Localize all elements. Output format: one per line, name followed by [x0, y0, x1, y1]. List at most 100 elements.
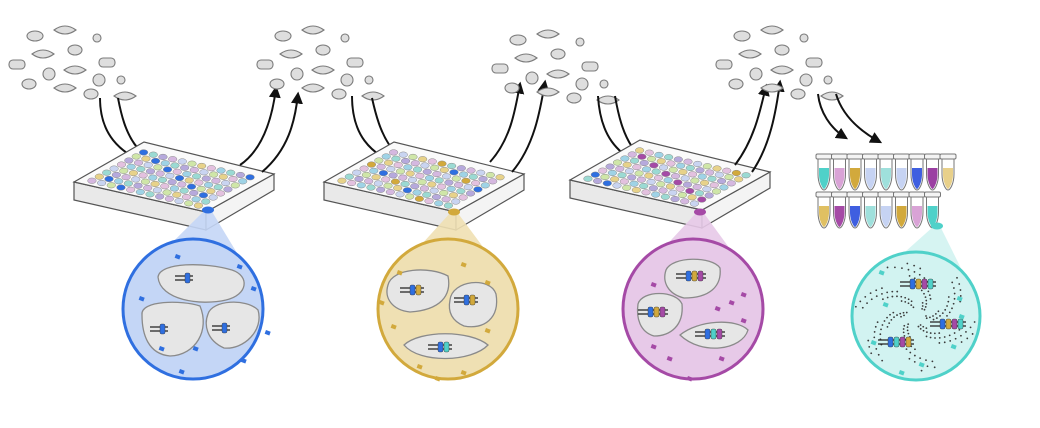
- well: [610, 176, 620, 183]
- well: [644, 172, 654, 179]
- dna-dot: [901, 267, 903, 270]
- well: [639, 159, 649, 167]
- dna-dot: [892, 311, 895, 314]
- well: [631, 186, 641, 194]
- well: [116, 161, 127, 168]
- tube-liquid: [881, 206, 891, 227]
- dna-dot: [907, 268, 910, 271]
- well: [617, 172, 627, 179]
- particle: [504, 82, 520, 94]
- dna-dot: [893, 316, 895, 319]
- well: [153, 164, 163, 171]
- well: [632, 164, 642, 171]
- dna-dot: [935, 317, 938, 319]
- dna-dot: [891, 295, 894, 298]
- tube-cap: [846, 153, 864, 160]
- sample-dot: [202, 206, 214, 214]
- dna-dot: [960, 334, 962, 337]
- well: [143, 161, 153, 169]
- barcode-block: [647, 306, 654, 318]
- well: [197, 162, 207, 170]
- well: [619, 178, 629, 185]
- well: [163, 166, 173, 173]
- particle: [42, 67, 56, 81]
- dna-dot: [888, 322, 891, 325]
- dna-dot: [912, 306, 915, 309]
- barcode-fragment: [956, 295, 963, 302]
- well: [337, 177, 347, 184]
- well: [201, 175, 211, 182]
- well: [439, 189, 449, 197]
- barcode-fragment: [378, 300, 385, 306]
- well: [485, 171, 495, 179]
- well: [191, 196, 201, 203]
- well: [218, 173, 228, 180]
- dna-dot: [905, 311, 908, 314]
- well: [719, 184, 729, 191]
- well: [647, 155, 657, 163]
- well: [383, 182, 393, 189]
- well: [443, 202, 453, 209]
- particle: [491, 63, 509, 74]
- particle: [301, 25, 325, 35]
- well: [201, 198, 211, 205]
- particle: [799, 33, 809, 43]
- barcode-block: [704, 328, 711, 340]
- dna-dot: [904, 296, 907, 299]
- well: [414, 195, 424, 202]
- barcode-block: [463, 294, 470, 306]
- dna-dot: [922, 325, 925, 328]
- dna-dot: [946, 314, 948, 317]
- well: [410, 160, 420, 167]
- well: [678, 169, 688, 176]
- dna-dot: [921, 305, 924, 307]
- barcode-construct-icon: [878, 336, 914, 348]
- tube-cap: [893, 191, 910, 198]
- barcode-construct-icon: [930, 318, 966, 330]
- well: [204, 181, 214, 188]
- well: [418, 156, 428, 163]
- well: [157, 176, 168, 183]
- dna-dot: [903, 324, 906, 327]
- barcode-block: [659, 306, 666, 318]
- barcode-construct-icon: [638, 306, 668, 318]
- dna-dot: [937, 310, 940, 313]
- tube-icon: [877, 191, 895, 229]
- well: [641, 189, 651, 196]
- well: [602, 180, 612, 187]
- barcode-fragment: [434, 376, 441, 382]
- dna-dot: [913, 264, 916, 267]
- well: [245, 174, 255, 181]
- dna-dot: [900, 300, 903, 302]
- well: [644, 149, 654, 156]
- well: [717, 178, 727, 185]
- dna-dot: [881, 287, 883, 290]
- dna-dot: [874, 325, 877, 328]
- well: [184, 200, 194, 207]
- well: [223, 186, 233, 193]
- dna-dot: [859, 300, 862, 303]
- tube-liquid: [896, 206, 907, 227]
- well: [434, 200, 444, 207]
- well: [476, 169, 486, 176]
- dna-dot: [873, 336, 876, 339]
- well: [668, 189, 678, 196]
- well: [488, 178, 498, 185]
- well: [651, 168, 661, 175]
- dna-dot: [953, 292, 956, 295]
- tube-cap: [939, 153, 957, 160]
- barcode-fragment: [918, 361, 925, 368]
- well: [711, 188, 722, 195]
- well: [169, 185, 179, 192]
- well: [677, 191, 687, 199]
- barcode-fragment: [650, 282, 657, 288]
- barcode-fragment: [416, 363, 423, 370]
- tube-cap: [846, 191, 864, 198]
- dna-dot: [902, 331, 905, 334]
- tube-icon: [893, 191, 910, 229]
- dna-dot: [934, 313, 937, 315]
- dna-dot: [909, 351, 912, 354]
- well: [371, 174, 381, 181]
- arrow-icon: [489, 81, 525, 163]
- tube-icon: [908, 153, 926, 191]
